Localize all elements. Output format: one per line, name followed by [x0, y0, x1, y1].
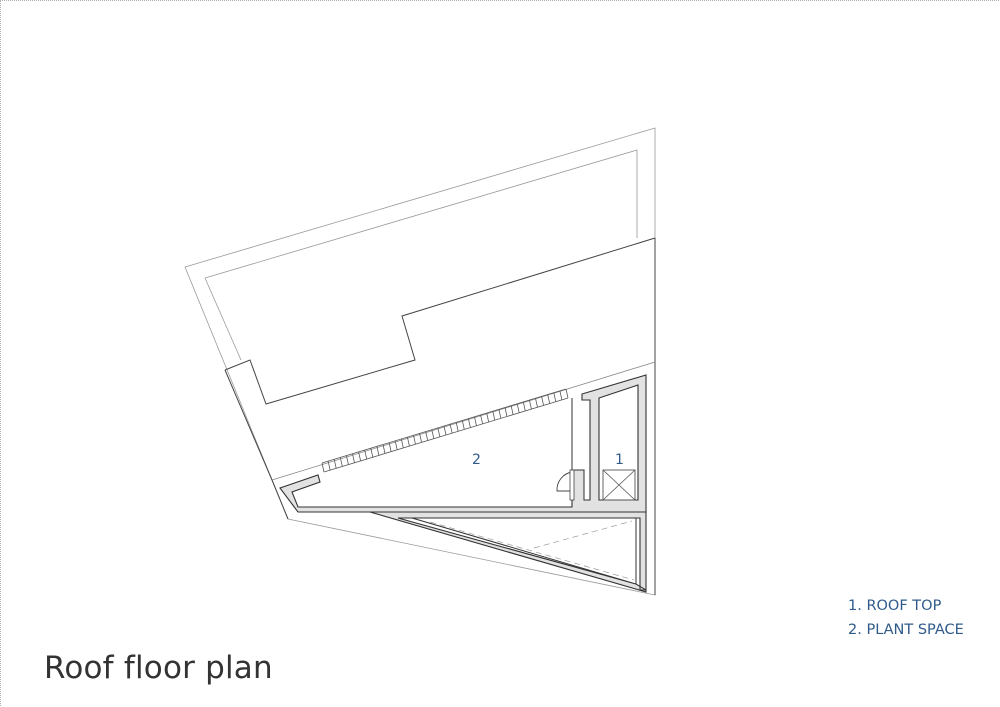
stair-tread — [370, 448, 374, 458]
stair-tread — [474, 416, 477, 426]
legend: 1. ROOF TOP 2. PLANT SPACE — [848, 594, 964, 642]
stair-lower-line — [323, 397, 569, 473]
roof-hatch-cross-2 — [602, 469, 636, 501]
pit-dashed-line-2 — [533, 520, 633, 549]
stair-tread — [516, 403, 520, 413]
parapet-inner-line — [204, 149, 638, 279]
stair-tread — [327, 461, 331, 471]
stair-tread — [449, 424, 453, 434]
stair-tread — [388, 442, 392, 452]
stair-tread — [333, 459, 337, 469]
stair-tread — [461, 420, 465, 430]
room-label-plant-space: 2 — [472, 452, 481, 468]
stair-tread — [419, 433, 422, 443]
stair-tread — [553, 392, 557, 402]
stair-tread — [535, 398, 538, 408]
stair-tread — [510, 405, 514, 415]
stair-tread — [431, 429, 435, 439]
stair-tread — [407, 437, 410, 447]
parapet-inner-left — [204, 277, 242, 361]
stair-tread — [486, 413, 490, 423]
terrace-bottom-edge — [271, 479, 289, 520]
stair-tread — [437, 427, 441, 437]
plant-space-wall — [279, 374, 647, 513]
stair-upper-line — [321, 388, 567, 464]
stair-tread — [346, 455, 349, 465]
stair-tread — [376, 446, 380, 456]
stair-tread — [547, 394, 551, 404]
stair-tread — [394, 440, 398, 450]
stair-tread — [498, 409, 502, 419]
upper-roof-left-edge — [224, 369, 273, 481]
legend-item-plant-space: 2. PLANT SPACE — [848, 622, 964, 638]
stair-tread — [352, 453, 355, 463]
room-label-roof-top: 1 — [615, 452, 624, 468]
stair-tread — [443, 425, 447, 436]
page-title: Roof floor plan — [44, 650, 273, 686]
stair-tread — [468, 418, 471, 428]
lower-pit-inner — [411, 517, 637, 585]
upper-roof-block — [224, 237, 656, 405]
stair-tread — [425, 431, 429, 441]
stair-treads — [321, 388, 569, 473]
stair-tread — [339, 457, 343, 467]
stair-tread — [492, 411, 496, 421]
stair-tread — [504, 407, 508, 417]
stair-tread — [565, 388, 569, 399]
stair-tread — [455, 422, 459, 432]
stair-tread — [400, 438, 404, 448]
roof-hatch — [602, 469, 636, 501]
door-swing — [556, 471, 573, 492]
legend-item-roof-top: 1. ROOF TOP — [848, 598, 942, 614]
pit-dashed-line-1 — [429, 521, 635, 581]
stair-tread — [321, 462, 325, 473]
stair-tread — [413, 435, 416, 445]
stair-tread — [559, 390, 563, 400]
stair-tread — [541, 396, 544, 406]
stair-tread — [358, 451, 361, 461]
stair-tread — [529, 400, 532, 410]
stair-tread — [364, 450, 368, 460]
stair-tread — [522, 401, 526, 411]
stair-tread — [480, 414, 483, 424]
door-leaf — [569, 469, 575, 501]
stair-tread — [382, 444, 386, 454]
lower-terrace-edge — [271, 361, 656, 481]
